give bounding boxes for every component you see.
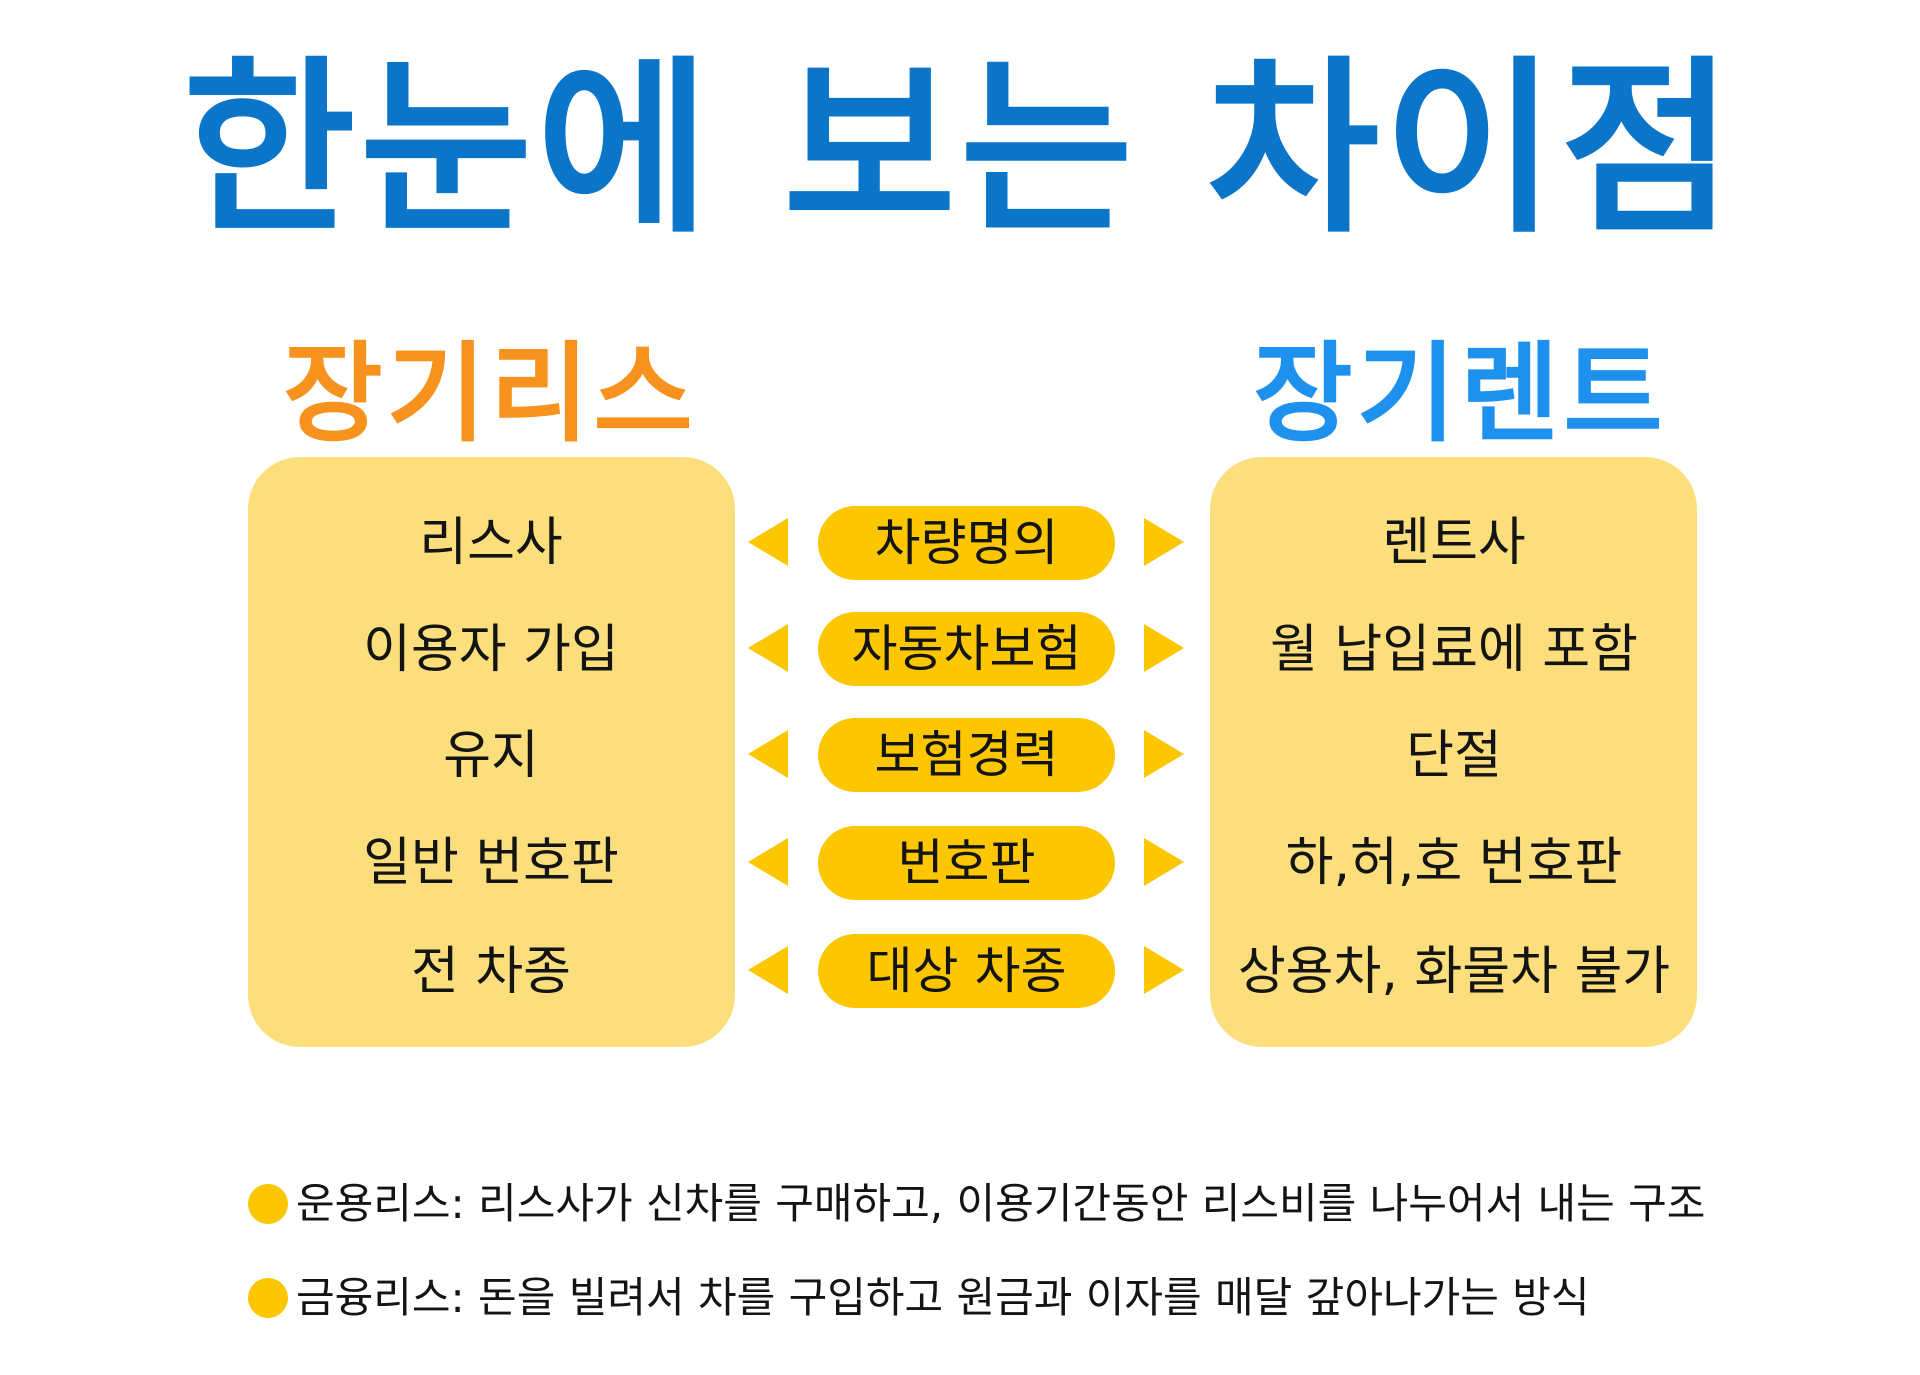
note-text: 금융리스: 돈을 빌려서 차를 구입하고 원금과 이자를 매달 갚아나가는 방식 [296, 1273, 1590, 1322]
criterion-vehicle: 대상 차종 [818, 934, 1115, 1008]
note-finance-lease: 금융리스: 돈을 빌려서 차를 구입하고 원금과 이자를 매달 갚아나가는 방식 [248, 1268, 1590, 1328]
lease-heading: 장기리스 [283, 332, 697, 457]
arrow-left-icon [748, 838, 788, 886]
note-text: 운용리스: 리스사가 신차를 구매하고, 이용기간동안 리스비를 나누어서 내는… [296, 1179, 1706, 1228]
rent-panel [1210, 457, 1697, 1047]
arrow-left-icon [748, 624, 788, 672]
lease-item-plate: 일반 번호판 [363, 833, 619, 893]
arrow-right-icon [1144, 730, 1184, 778]
lease-item-history: 유지 [443, 726, 539, 786]
criterion-insurance: 자동차보험 [818, 612, 1115, 686]
lease-item-vehicle: 전 차종 [410, 942, 572, 1002]
arrow-right-icon [1144, 518, 1184, 566]
rent-item-history: 단절 [1406, 726, 1502, 786]
lease-item-insurance: 이용자 가입 [363, 620, 619, 680]
rent-heading: 장기렌트 [1253, 332, 1667, 457]
criterion-history: 보험경력 [818, 718, 1115, 792]
rent-item-vehicle: 상용차, 화물차 불가 [1237, 942, 1671, 1002]
note-operating-lease: 운용리스: 리스사가 신차를 구매하고, 이용기간동안 리스비를 나누어서 내는… [248, 1174, 1705, 1234]
rent-item-plate: 하,허,호 번호판 [1285, 833, 1623, 893]
rent-item-owner: 렌트사 [1382, 513, 1526, 573]
page-title: 한눈에 보는 차이점 [182, 40, 1738, 259]
criterion-plate: 번호판 [818, 826, 1115, 900]
bullet-icon [248, 1184, 288, 1224]
rent-item-insurance: 월 납입료에 포함 [1270, 620, 1638, 680]
arrow-right-icon [1144, 838, 1184, 886]
lease-item-owner: 리스사 [419, 513, 563, 573]
arrow-right-icon [1144, 946, 1184, 994]
arrow-right-icon [1144, 624, 1184, 672]
criterion-owner: 차량명의 [818, 506, 1115, 580]
arrow-left-icon [748, 946, 788, 994]
bullet-icon [248, 1278, 288, 1318]
arrow-left-icon [748, 730, 788, 778]
arrow-left-icon [748, 518, 788, 566]
lease-panel [248, 457, 735, 1047]
